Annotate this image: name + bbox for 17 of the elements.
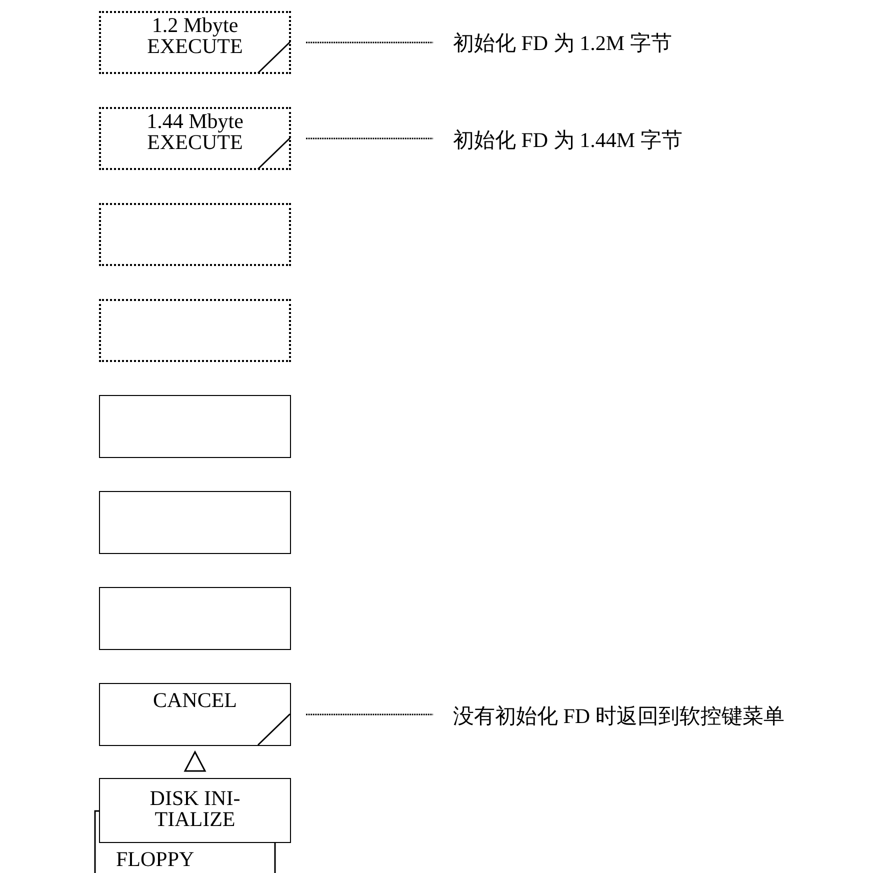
floppy-label: FLOPPY xyxy=(116,847,194,871)
empty-softkey-box xyxy=(99,299,291,362)
leader-line xyxy=(306,42,433,44)
softkey-box: CANCEL xyxy=(99,683,291,746)
empty-softkey-box xyxy=(99,587,291,650)
empty-softkey-box xyxy=(99,491,291,554)
softkey-box: DISK INI- TIALIZE xyxy=(99,778,291,843)
leader-line xyxy=(306,714,433,716)
leader-line xyxy=(306,138,433,140)
softkey-box: 1.44 Mbyte EXECUTE xyxy=(99,107,291,170)
annotation-text: 初始化 FD 为 1.44M 字节 xyxy=(453,128,682,152)
empty-softkey-box xyxy=(99,395,291,458)
annotation-text: 没有初始化 FD 时返回到软控键菜单 xyxy=(453,704,784,728)
softkey-box: 1.2 Mbyte EXECUTE xyxy=(99,11,291,74)
annotation-text: 初始化 FD 为 1.2M 字节 xyxy=(453,31,672,55)
empty-softkey-box xyxy=(99,203,291,266)
triangle-arrow xyxy=(184,750,206,772)
